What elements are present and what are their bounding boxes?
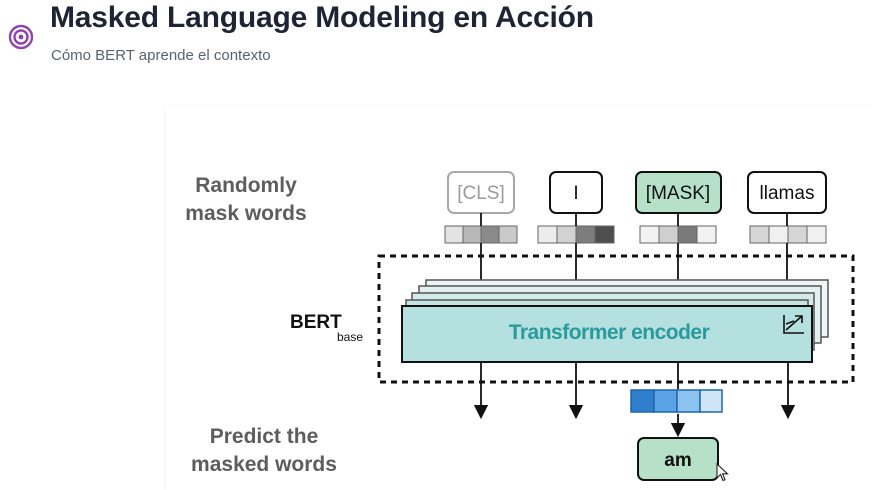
output-arrows [473,362,796,438]
token-i-text: I [573,183,578,204]
page-subtitle: Cómo BERT aprende el contexto [51,47,271,64]
token-cls-text: [CLS] [457,183,505,204]
page-title: Masked Language Modeling en Acción [50,1,594,34]
embedding-cls [444,225,518,244]
mlm-diagram: Randomly mask words BERT base Predict th… [166,108,873,490]
token-i: I [549,171,603,214]
embedding-llamas [749,225,827,244]
token-llamas: llamas [747,171,827,214]
diagram-canvas: Randomly mask words BERT base Predict th… [185,171,855,481]
token-mask: [MASK] [635,171,722,214]
masked-output-vector [630,389,723,413]
token-cls: [CLS] [447,171,515,214]
token-mask-text: [MASK] [646,183,710,204]
embedding-mask [639,225,717,244]
step1-label-line1: Randomly [195,174,297,197]
encoder-label: Transformer encoder [509,321,710,344]
expand-icon [783,315,804,334]
prediction-text: am [664,450,691,471]
step2-label-line2: masked words [191,453,337,476]
bert-boundary [377,254,855,384]
prediction-box: am [637,437,719,481]
transformer-encoder [401,305,813,363]
target-icon [8,24,34,50]
token-llamas-text: llamas [760,183,815,204]
model-name: BERT [290,312,342,333]
embedding-i [537,225,615,244]
model-variant: base [337,330,363,344]
step1-label-line2: mask words [185,202,306,225]
mouse-cursor-icon [716,463,729,482]
step2-label-line1: Predict the [210,425,319,448]
